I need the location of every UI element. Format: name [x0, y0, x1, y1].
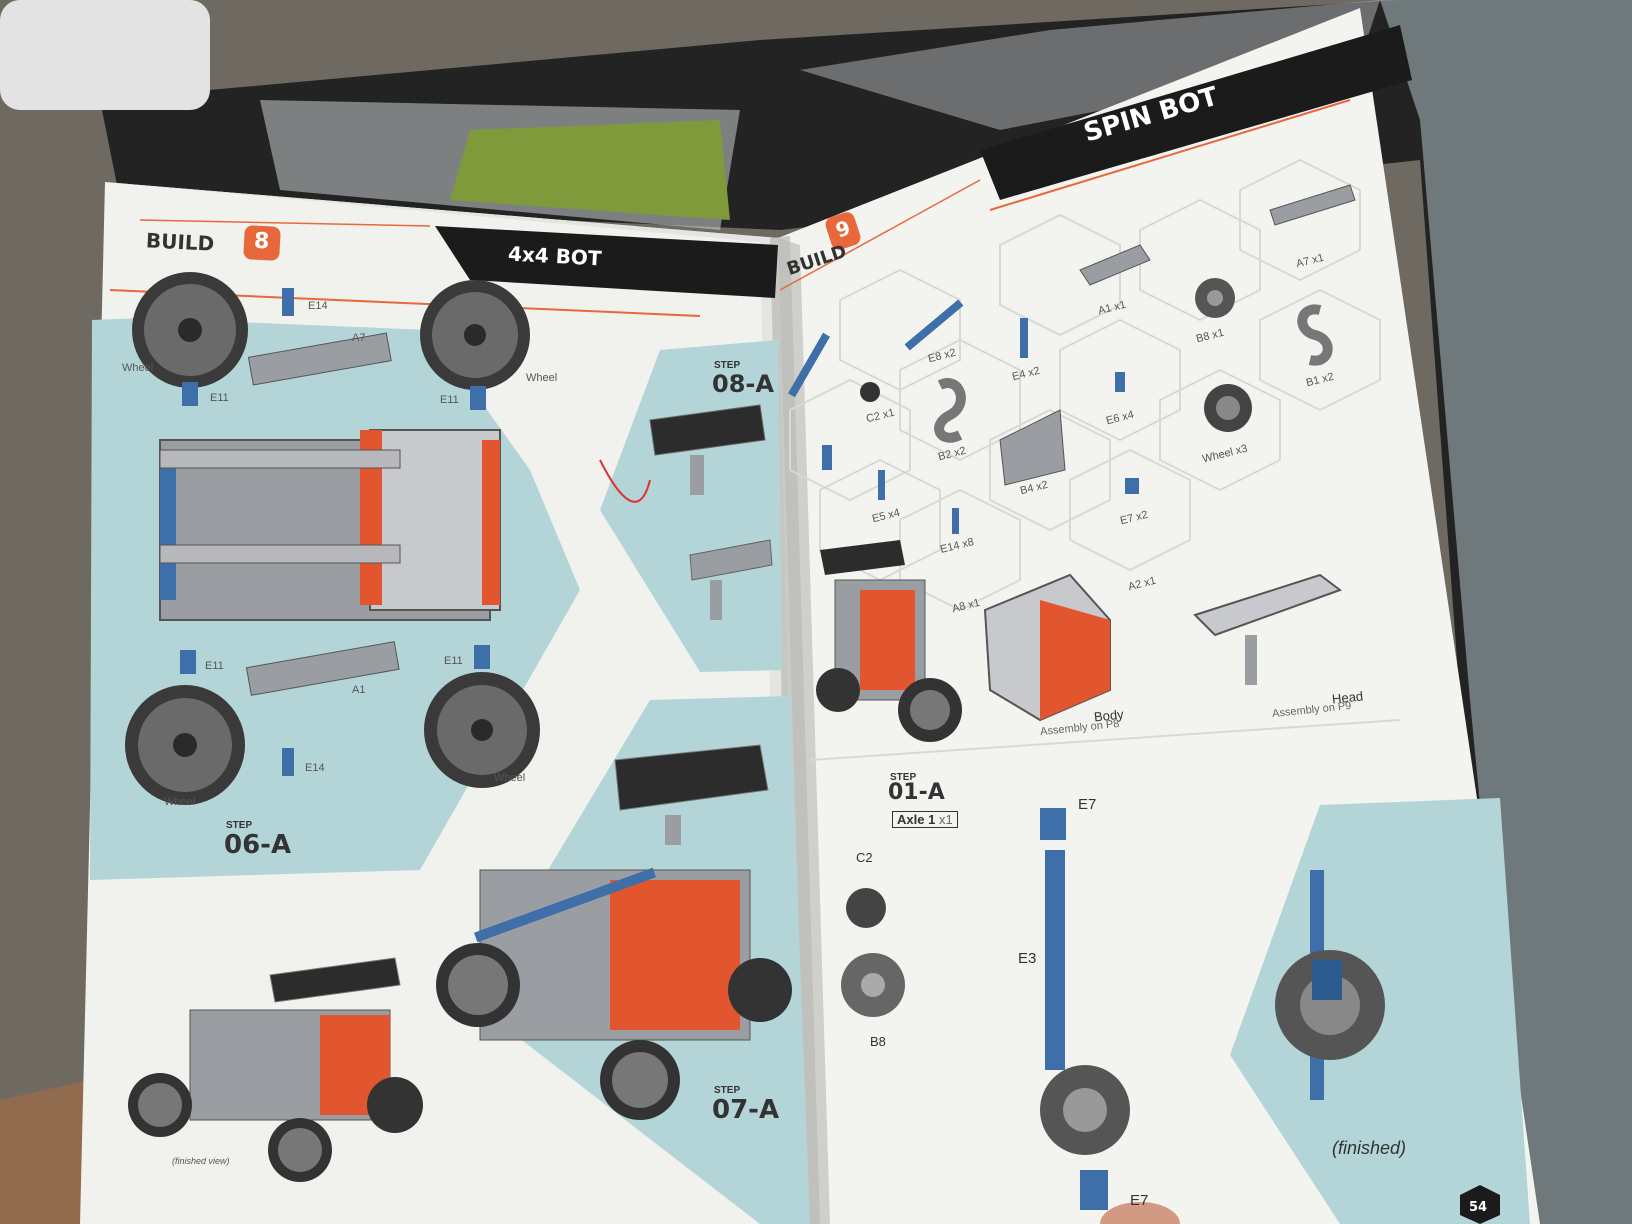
finished-view-caption: (finished view) — [172, 1156, 230, 1166]
wheel-br — [424, 672, 540, 788]
wheel-bl — [125, 685, 245, 805]
right-header-bar — [980, 25, 1412, 200]
axle-1-box: Axle 1 x1 — [892, 811, 958, 828]
label-wheel-bl: Wheel — [164, 796, 196, 808]
step-01a-number: 01-A — [888, 780, 945, 805]
label-a1: A1 — [352, 684, 366, 696]
label-a7: A7 — [352, 332, 366, 344]
c2-part — [846, 888, 886, 928]
e3-axle — [1045, 850, 1065, 1070]
head-part — [1193, 573, 1343, 685]
finished-4x4 — [128, 957, 423, 1182]
bracket-a1 — [245, 641, 400, 696]
solar-head-08a — [599, 404, 773, 620]
label-wheel-tl: Wheel — [122, 362, 154, 374]
step-07a-number: 07-A — [712, 1095, 780, 1125]
left-build-label: BUILD — [145, 228, 215, 256]
axle-1-qty: x1 — [938, 812, 953, 827]
label-e14-top: E14 — [308, 300, 328, 312]
build-8-badge — [243, 225, 281, 261]
label-e11-tl: E11 — [210, 392, 229, 404]
left-header-bar — [435, 226, 778, 298]
green-card — [450, 120, 730, 220]
label-e3: E3 — [1018, 950, 1037, 967]
label-c2: C2 — [856, 850, 873, 865]
label-wheel-tr: Wheel — [526, 372, 558, 384]
step-06a-number: 06-A — [224, 830, 292, 860]
assembled-4x4-07a — [436, 744, 792, 1120]
chassis-4x4 — [159, 429, 501, 621]
step-08a-number: 08-A — [712, 370, 774, 398]
label-b8: B8 — [870, 1034, 886, 1049]
page-number-hex — [1460, 1185, 1500, 1224]
label-e14-bottom: E14 — [305, 762, 325, 774]
finished-caption: (finished) — [1332, 1138, 1407, 1158]
wheel-tr — [420, 280, 530, 390]
plastic-bag — [800, 0, 1380, 130]
label-e11-bl: E11 — [205, 660, 224, 672]
e7-bottom-part — [1080, 1170, 1108, 1210]
label-e7-top: E7 — [1078, 796, 1097, 813]
step-06a-label: STEP — [226, 820, 253, 831]
page-number: 54 — [1469, 1200, 1488, 1215]
step-07a-label: STEP — [714, 1085, 741, 1096]
build-9-badge — [825, 212, 861, 250]
left-page-title: 4x4 BOT — [507, 241, 603, 271]
label-e7-bottom: E7 — [1130, 1192, 1149, 1209]
e7-top-part — [1040, 808, 1066, 840]
finished-axle — [1275, 870, 1385, 1100]
body-part — [983, 573, 1111, 722]
wheel-tl — [132, 272, 248, 388]
bracket-a7 — [247, 332, 392, 386]
finger — [1100, 1202, 1180, 1224]
parts-hex-grid — [789, 158, 1381, 612]
label-e11-tr: E11 — [440, 394, 459, 406]
left-build-number: 8 — [253, 228, 270, 255]
axle-1-label: Axle 1 — [897, 812, 936, 827]
parts-tray — [1380, 0, 1632, 1224]
step-01a-label: STEP — [890, 772, 917, 783]
white-object — [0, 0, 210, 110]
spin-bot-preview — [816, 540, 962, 742]
label-e11-br: E11 — [444, 655, 463, 667]
label-wheel-br: Wheel — [494, 772, 526, 784]
step-08a-label: STEP — [714, 360, 741, 371]
